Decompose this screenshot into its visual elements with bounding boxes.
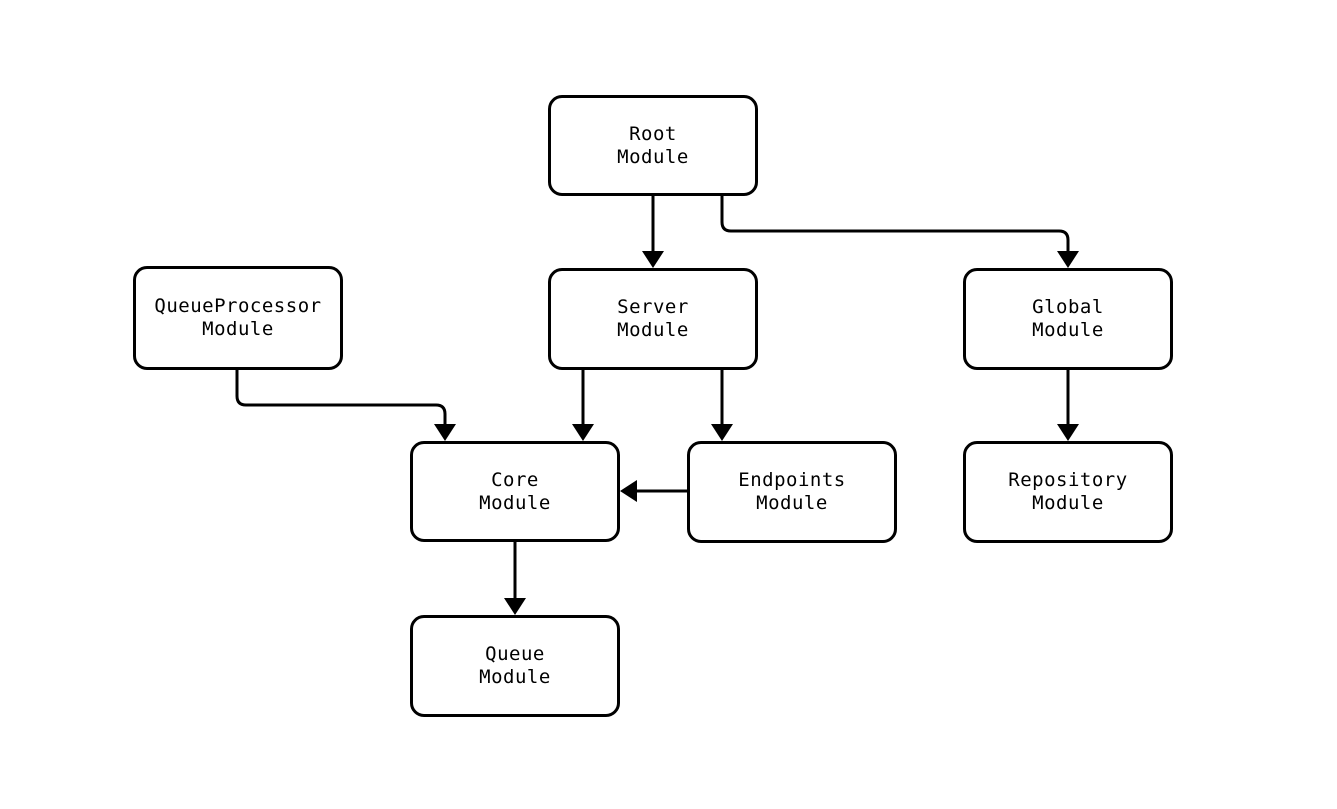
node-label-primary: Root	[629, 122, 677, 145]
arrowhead-server-to-endpoints	[711, 424, 733, 441]
node-label-secondary: Module	[1032, 492, 1104, 514]
node-label-secondary: Module	[617, 319, 689, 341]
edge-queueprocessor-to-core	[235, 370, 447, 431]
node-label-primary: Server	[617, 296, 689, 318]
node-label-secondary: Module	[1032, 319, 1104, 341]
node-label-primary: Repository	[1008, 469, 1128, 491]
node-label-primary: Core	[491, 468, 539, 491]
node-label-primary: Endpoints	[738, 469, 846, 491]
edge-root-to-global	[720, 196, 1070, 258]
arrowhead-root-to-server	[642, 251, 664, 268]
node-label-secondary: Module	[617, 145, 689, 168]
arrowhead-global-to-repository	[1057, 424, 1079, 441]
arrowhead-core-to-queue	[504, 598, 526, 615]
node-label-primary: Queue	[485, 643, 545, 665]
node-label-secondary: Module	[479, 491, 551, 514]
arrowhead-endpoints-to-core	[620, 480, 637, 502]
node-label-secondary: Module	[202, 318, 274, 340]
node-label-primary: QueueProcessor	[154, 295, 322, 317]
arrowhead-server-to-core	[572, 424, 594, 441]
node-label-secondary: Module	[479, 666, 551, 688]
arrowhead-root-to-global	[1057, 251, 1079, 268]
node-label-secondary: Module	[756, 492, 828, 514]
arrowhead-queueprocessor-to-core	[434, 424, 456, 441]
node-label-primary: Global	[1032, 296, 1104, 318]
